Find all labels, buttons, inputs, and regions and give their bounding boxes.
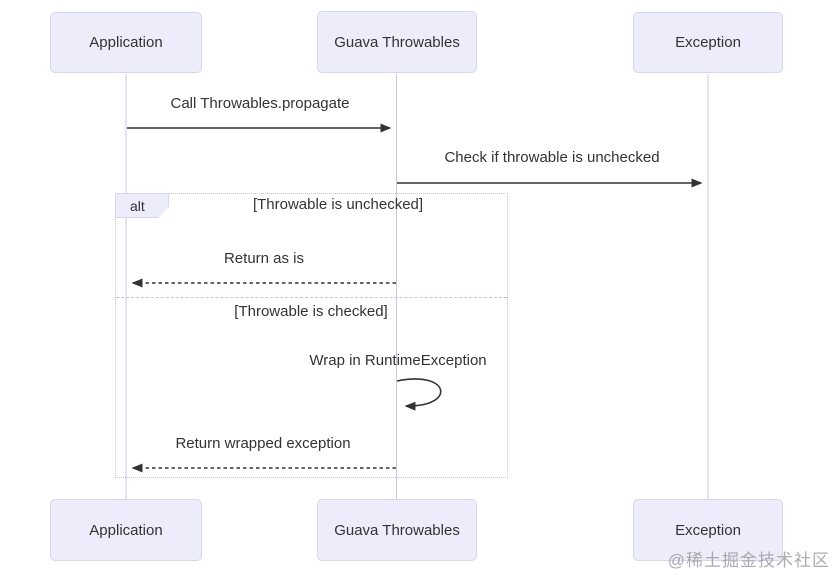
participant-label: Guava Throwables (334, 33, 460, 51)
participant-top-exception: Exception (633, 12, 783, 73)
watermark: @稀土掘金技术社区 (667, 551, 830, 570)
participant-label: Application (89, 521, 163, 539)
participant-bottom-application: Application (50, 499, 202, 561)
participant-bottom-exception: Exception (633, 499, 783, 561)
alt-frame: alt (115, 193, 508, 478)
guard-label-unchecked: [Throwable is unchecked] (252, 196, 424, 213)
alt-operator-label: alt (130, 197, 145, 214)
alt-section-divider (116, 297, 507, 298)
participant-label: Exception (675, 521, 741, 539)
participant-top-application: Application (50, 12, 202, 73)
participant-top-guava-throwables: Guava Throwables (317, 11, 477, 73)
participant-label: Application (89, 34, 163, 51)
alt-operator-tab: alt (115, 193, 169, 218)
guard-label-checked: [Throwable is checked] (234, 303, 388, 320)
participant-label: Exception (675, 34, 741, 51)
message-label-check-unchecked: Check if throwable is unchecked (444, 149, 660, 166)
message-label-wrap-runtime: Wrap in RuntimeException (309, 352, 487, 369)
participant-label: Guava Throwables (334, 521, 460, 539)
participant-bottom-guava-throwables: Guava Throwables (317, 499, 477, 561)
message-label-return-wrapped: Return wrapped exception (175, 435, 351, 452)
message-label-call-propagate: Call Throwables.propagate (170, 95, 350, 112)
message-label-return-as-is: Return as is (223, 250, 305, 267)
